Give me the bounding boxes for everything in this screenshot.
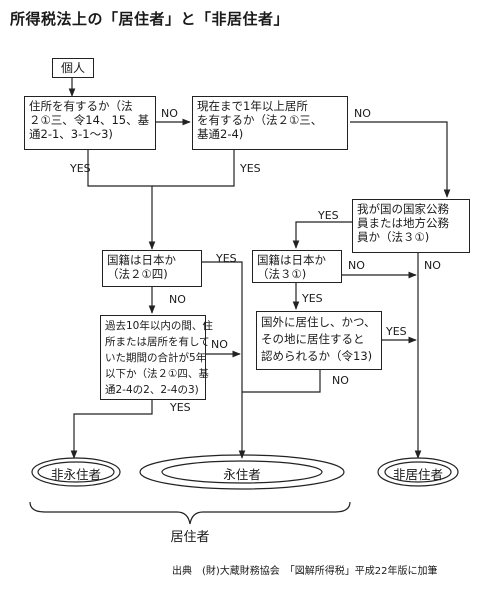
label-q1-no: NO [161, 107, 178, 120]
label-q3-yes: YES [318, 209, 339, 222]
arrow-q4-yes [202, 261, 246, 459]
arrow-q6-yes [70, 400, 153, 459]
oval-hieijuusha-inner [37, 461, 115, 483]
arrow-q3-yes [292, 221, 352, 249]
node-q2-residence: 現在まで1年以上居所 を有するか（法２①三、 基通2-4) [192, 96, 348, 150]
source-credit: 出典 (財)大蔵財務協会 「図解所得税」平成22年版に加筆 [172, 566, 438, 577]
arrow-q1-yes [87, 150, 156, 250]
label-q5-yes: YES [302, 292, 323, 305]
node-q7-overseas: 国外に居住し、かつ、 その地に居住すると 認められるか（令13) [256, 311, 382, 370]
label-q6-no: NO [211, 338, 228, 351]
oval-eijuusha-inner [161, 460, 323, 484]
label-q4-no: NO [169, 293, 186, 306]
oval-hikyojuusha-inner [384, 461, 452, 483]
node-q5-nationality: 国籍は日本か （法３①) [252, 250, 342, 283]
label-q1-yes: YES [70, 162, 91, 175]
diagram-title: 所得税法上の「居住者」と「非居住者」 [10, 10, 290, 28]
label-q2-no: NO [354, 107, 371, 120]
outcome-non-resident: 非居住者 [392, 467, 443, 482]
arrow-q2-no [350, 121, 451, 198]
label-q4-yes: YES [216, 252, 237, 265]
label-q7-yes: YES [386, 325, 407, 338]
node-q6-past-ten-years: 過去10年以内の間、住 所または居所を有して いた期間の合計が5年 以下か（法２… [100, 315, 213, 400]
arrow-q7-no [242, 370, 321, 393]
arrow-q2-yes [152, 150, 235, 187]
label-q2-yes: YES [240, 162, 261, 175]
oval-hikyojuusha-outer [377, 457, 459, 487]
oval-hieijuusha-outer [31, 457, 121, 487]
label-q5-no: NO [348, 259, 365, 272]
node-q3-civil-servant: 我が国の国家公務 員または地方公務 員か（法３①) [352, 199, 470, 253]
outcome-permanent-resident: 永住者 [223, 467, 261, 482]
node-q4-nationality: 国籍は日本か （法２①四) [102, 250, 202, 287]
label-q6-yes: YES [170, 401, 191, 414]
outcome-non-permanent-resident: 非永住者 [50, 467, 101, 482]
label-q7-no: NO [332, 374, 349, 387]
resident-bracket [29, 501, 351, 525]
node-kojin: 個人 [52, 58, 94, 78]
node-q1-domicile: 住所を有するか（法 ２①三、令14、15、基 通2-1、3-1～3) [24, 96, 156, 150]
oval-eijuusha-outer [139, 454, 345, 490]
label-q3-no: NO [424, 259, 441, 272]
group-label-resident: 居住者 [170, 530, 210, 545]
